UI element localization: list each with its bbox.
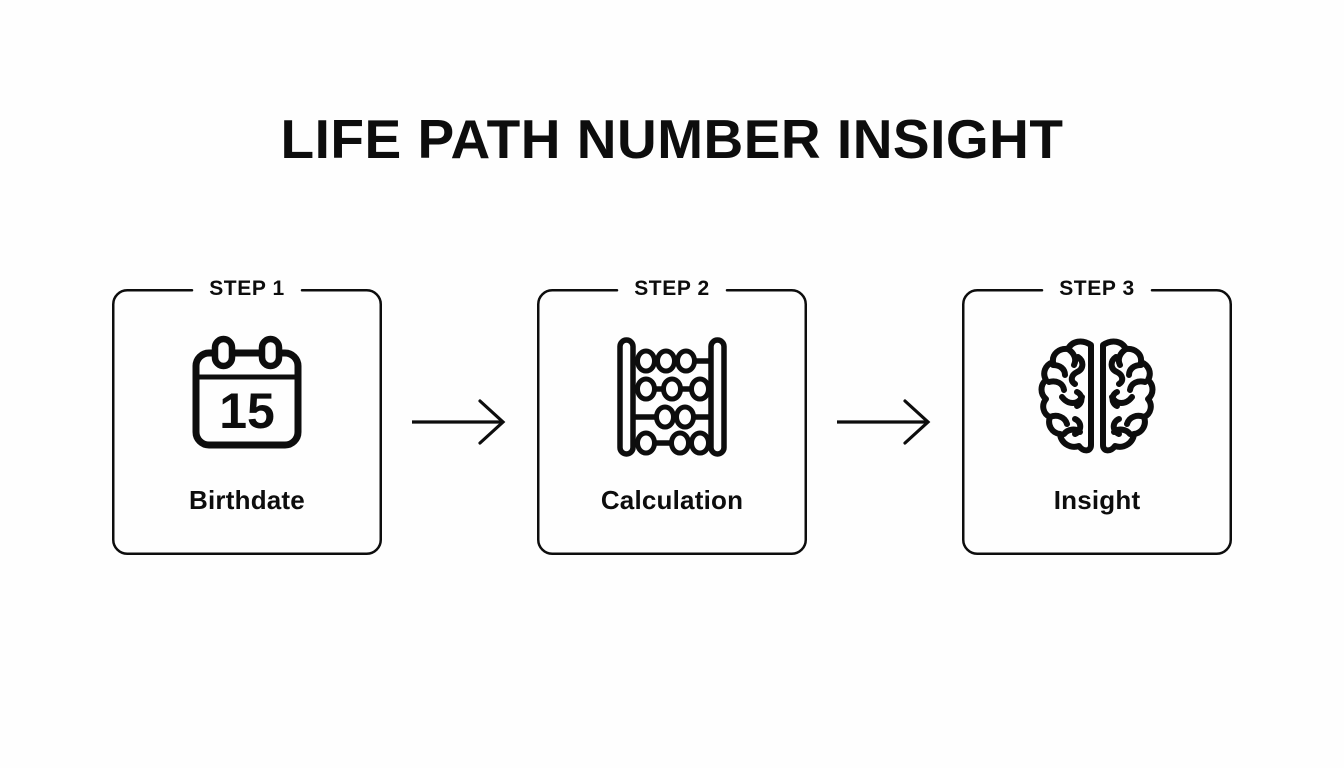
card-body-1: 15 Birthdate [112,289,382,555]
step-card-2[interactable]: STEP 2 [537,277,807,555]
step-label-1: Birthdate [189,484,305,515]
step-card-3[interactable]: STEP 3 [962,277,1232,555]
arrow-step2-to-step3 [807,394,962,450]
card-body-2: Calculation [537,289,807,555]
page-title: LIFE PATH NUMBER INSIGHT [280,108,1064,170]
calendar-icon: 15 [182,335,312,459]
step-label-3: Insight [1053,484,1141,515]
step-card-1[interactable]: STEP 1 15 Birthdate [112,277,382,555]
abacus-icon [607,335,737,459]
step-tag-1: STEP 1 [209,277,285,300]
step-tag-2: STEP 2 [634,277,710,300]
step-label-2: Calculation [600,484,744,515]
step-flow-row: STEP 1 15 Birthdate [0,277,1344,556]
arrow-step1-to-step2 [382,394,537,450]
card-body-3: Insight [962,289,1232,555]
calendar-day-number: 15 [219,383,275,439]
brain-icon [1032,335,1162,459]
step-tag-3: STEP 3 [1059,277,1135,300]
